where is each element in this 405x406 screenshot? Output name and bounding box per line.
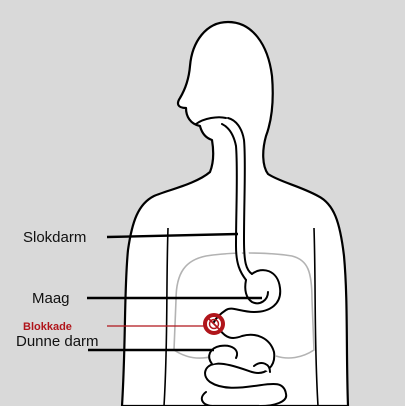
label-maag: Maag — [32, 290, 70, 307]
label-dunne-darm: Dunne darm — [16, 333, 99, 350]
label-slokdarm: Slokdarm — [23, 229, 86, 246]
label-blokkade: Blokkade — [23, 321, 72, 333]
